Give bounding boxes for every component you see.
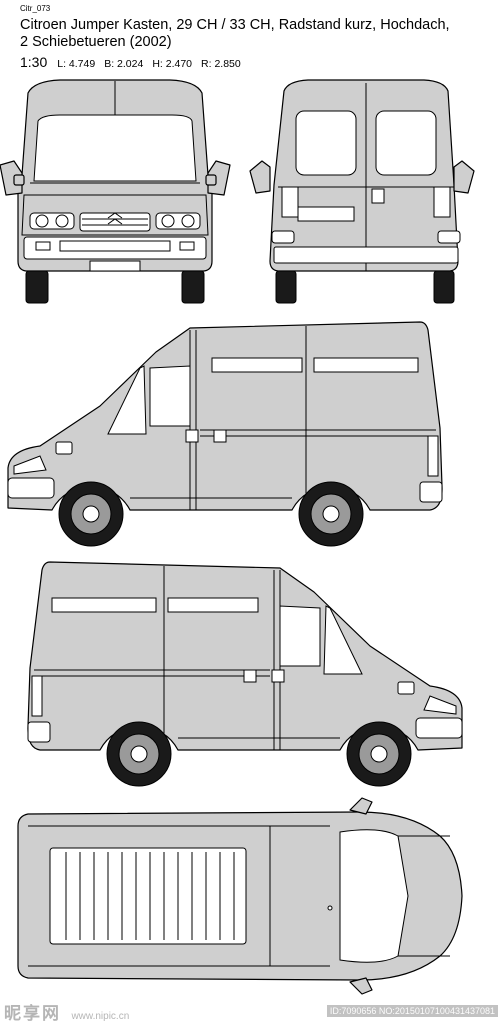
side-view-right — [0, 556, 470, 792]
watermark-site: www.nipic.cn — [71, 1010, 130, 1022]
top-view — [0, 796, 480, 1006]
scale-label: 1:30 — [20, 54, 48, 70]
drawing-title: Citroen Jumper Kasten, 29 CH / 33 CH, Ra… — [20, 17, 496, 51]
title-line-2: 2 Schiebetueren (2002) — [20, 34, 172, 50]
dimension-length: L: 4.749 — [57, 58, 96, 70]
drawing-code: Citr_073 — [20, 4, 51, 13]
scale-dimension-row: 1:30 L: 4.749 B: 2.024 H: 2.470 R: 2.850 — [20, 54, 496, 70]
dimension-radius: R: 2.850 — [201, 58, 241, 70]
front-view — [0, 75, 240, 307]
roof-ribs — [66, 852, 234, 940]
dimension-width: B: 2.024 — [104, 58, 144, 70]
watermark-logo-text: 昵享网 — [4, 1003, 61, 1023]
drawing-header: Citr_073 Citroen Jumper Kasten, 29 CH / … — [20, 4, 496, 70]
dimension-height: H: 2.470 — [152, 58, 193, 70]
rear-view — [248, 75, 488, 307]
title-line-1: Citroen Jumper Kasten, 29 CH / 33 CH, Ra… — [20, 17, 450, 33]
watermark-id: ID:7090656 NO:20150107100431437081 — [326, 1005, 498, 1017]
side-view-left — [0, 318, 470, 550]
